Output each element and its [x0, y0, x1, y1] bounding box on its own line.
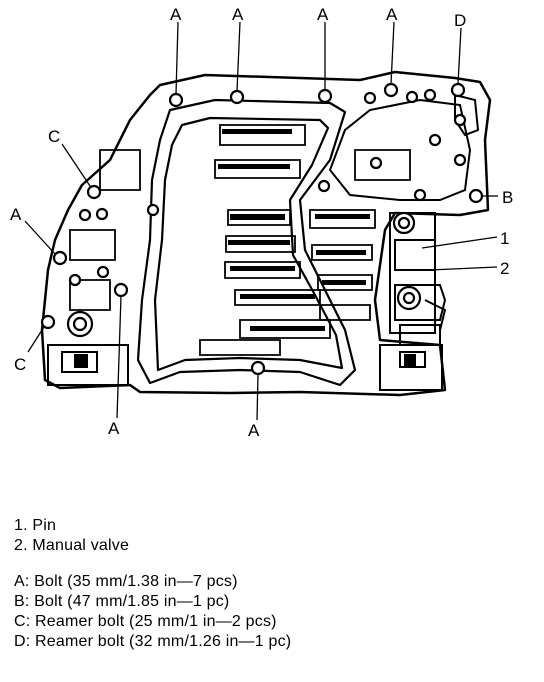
bolt-a-left	[54, 252, 66, 264]
legend-bolt-d: D: Reamer bolt (32 mm/1.26 in—1 pc)	[14, 633, 292, 650]
legend-bolt-b: B: Bolt (47 mm/1.85 in—1 pc)	[14, 593, 230, 610]
bolt-a-top-3	[319, 90, 331, 102]
callout-a-left: A	[10, 205, 22, 224]
bolt-a-bottom	[252, 362, 264, 374]
callout-pin-number: 1	[500, 229, 509, 248]
legend-item-manual-valve: 2. Manual valve	[14, 537, 130, 554]
callout-a-top-2: A	[232, 5, 244, 24]
bolt-d	[452, 84, 464, 96]
shaded-regions	[218, 129, 370, 331]
callout-a-top-4: A	[386, 5, 398, 24]
valve-bores	[70, 125, 410, 355]
bolt-a-top-1	[170, 94, 182, 106]
callout-b-right: B	[502, 188, 513, 207]
bottom-left-housing	[48, 345, 128, 385]
callout-valve-number: 2	[500, 259, 509, 278]
callout-a-bottom-left: A	[108, 419, 120, 438]
callout-d-top: D	[454, 11, 466, 30]
callout-a-top-3: A	[317, 5, 329, 24]
legend-bolt-c: C: Reamer bolt (25 mm/1 in—2 pcs)	[14, 613, 277, 630]
legend-bolt-a: A: Bolt (35 mm/1.38 in—7 pcs)	[14, 573, 238, 590]
pin-boss	[68, 213, 420, 336]
manual-valve-assembly	[390, 213, 445, 345]
bolt-b	[470, 190, 482, 202]
bolt-a-top-2	[231, 91, 243, 103]
upper-right-cover	[330, 95, 478, 200]
legend: 1. Pin 2. Manual valve A: Bolt (35 mm/1.…	[14, 516, 534, 652]
bottom-right-housing	[380, 345, 442, 390]
leader-lines	[25, 22, 498, 420]
legend-item-pin: 1. Pin	[14, 517, 57, 534]
bolt-a-lower-left	[115, 284, 127, 296]
legend-divider	[14, 556, 534, 572]
callout-c-left-lower: C	[14, 355, 26, 374]
valve-body-outline	[42, 72, 490, 395]
callout-a-bottom-mid: A	[248, 421, 260, 440]
bolt-a-top-4	[385, 84, 397, 96]
valve-body-diagram: A A A A D C A B 1 2 C A A	[10, 5, 513, 440]
bolt-c-upper	[88, 186, 100, 198]
separator-plate-outline	[138, 100, 355, 385]
bolt-c-lower	[42, 316, 54, 328]
callout-a-top-1: A	[170, 5, 182, 24]
callout-c-left-upper: C	[48, 127, 60, 146]
